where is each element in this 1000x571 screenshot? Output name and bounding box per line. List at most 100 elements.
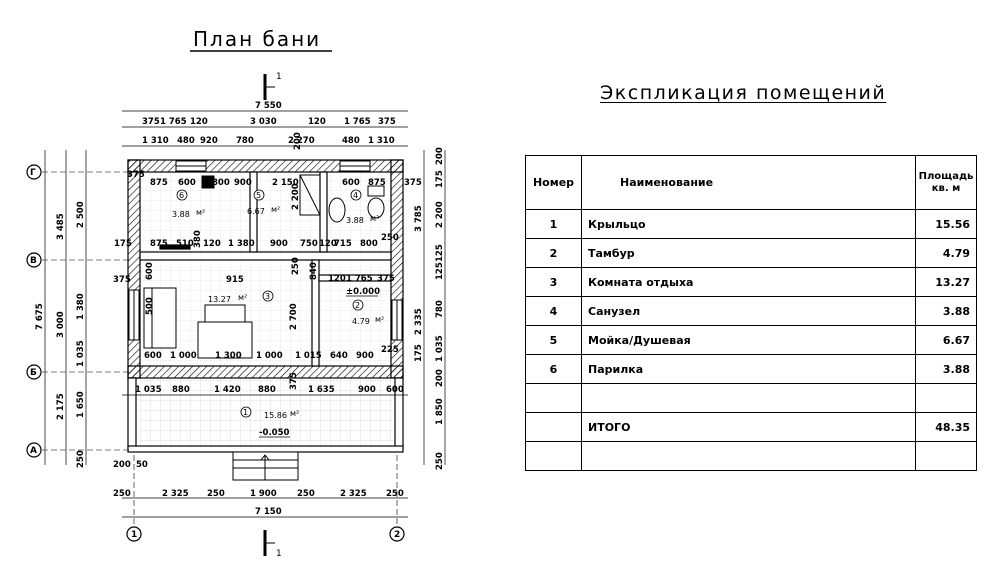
svg-text:3 000: 3 000 [56, 311, 66, 338]
svg-text:250: 250 [291, 257, 301, 275]
plan-title: План бани [193, 27, 321, 51]
svg-text:750: 750 [300, 239, 318, 249]
svg-text:м²: м² [196, 208, 205, 217]
svg-text:1 300: 1 300 [215, 351, 242, 361]
svg-text:120: 120 [203, 239, 221, 249]
svg-text:175: 175 [414, 344, 424, 362]
svg-text:375: 375 [142, 117, 160, 127]
svg-text:2: 2 [355, 301, 360, 310]
svg-text:875: 875 [150, 239, 168, 249]
level-porch: -0.050 [259, 428, 289, 438]
svg-text:250: 250 [297, 489, 315, 499]
svg-text:2 150: 2 150 [272, 178, 299, 188]
svg-text:м²: м² [238, 293, 247, 302]
svg-text:120: 120 [190, 117, 208, 127]
svg-text:м²: м² [370, 214, 379, 223]
svg-text:500: 500 [145, 297, 155, 315]
interior-walls [139, 171, 392, 367]
axis-label-a: А [30, 446, 37, 456]
svg-text:1 035: 1 035 [135, 385, 162, 395]
svg-text:4.79: 4.79 [352, 317, 370, 326]
furniture [143, 174, 385, 359]
svg-text:250: 250 [113, 489, 131, 499]
svg-text:50: 50 [136, 460, 148, 470]
svg-text:200: 200 [113, 460, 131, 470]
dim-bottom-total: 7 150 [255, 507, 282, 517]
svg-text:4: 4 [353, 191, 358, 200]
svg-text:600: 600 [144, 351, 162, 361]
svg-text:120: 120 [308, 117, 326, 127]
svg-text:480: 480 [177, 136, 195, 146]
svg-text:375: 375 [113, 275, 131, 285]
svg-text:1 850: 1 850 [435, 398, 445, 425]
svg-text:510: 510 [176, 239, 194, 249]
svg-text:600: 600 [342, 178, 360, 188]
svg-text:2 500: 2 500 [76, 201, 86, 228]
svg-text:900: 900 [358, 385, 376, 395]
svg-text:1: 1 [276, 72, 282, 82]
svg-text:250: 250 [207, 489, 225, 499]
svg-text:2 270: 2 270 [288, 136, 315, 146]
table-row [525, 441, 977, 471]
svg-text:1 650: 1 650 [76, 391, 86, 418]
svg-text:3.88: 3.88 [172, 210, 190, 219]
svg-text:1 000: 1 000 [256, 351, 283, 361]
svg-text:м²: м² [290, 409, 299, 418]
dim-top-total: 7 550 [255, 101, 282, 111]
svg-text:1 310: 1 310 [368, 136, 395, 146]
svg-text:1 420: 1 420 [214, 385, 241, 395]
level-floor: ±0.000 [346, 287, 380, 297]
svg-text:1 000: 1 000 [170, 351, 197, 361]
svg-text:880: 880 [258, 385, 276, 395]
svg-text:1 380: 1 380 [228, 239, 255, 249]
porch-steps [232, 451, 299, 481]
svg-text:480: 480 [342, 136, 360, 146]
table-row [525, 383, 977, 413]
svg-text:м²: м² [375, 315, 384, 324]
section-mark-bottom: 1 [263, 530, 282, 559]
svg-text:600: 600 [145, 262, 155, 280]
svg-text:15.86: 15.86 [264, 411, 287, 420]
axis-label-1: 1 [131, 530, 137, 540]
svg-text:375: 375 [127, 170, 145, 180]
svg-text:1 765: 1 765 [160, 117, 187, 127]
svg-text:375: 375 [378, 117, 396, 127]
axis-label-g: Г [30, 168, 36, 178]
svg-text:6: 6 [179, 191, 184, 200]
svg-text:200: 200 [435, 369, 445, 387]
svg-text:125: 125 [435, 262, 445, 280]
svg-text:920: 920 [200, 136, 218, 146]
svg-text:2 175: 2 175 [56, 393, 66, 420]
svg-text:175: 175 [435, 170, 445, 188]
svg-text:800: 800 [360, 239, 378, 249]
svg-text:2 325: 2 325 [340, 489, 367, 499]
svg-text:200: 200 [435, 147, 445, 165]
svg-text:5: 5 [256, 191, 261, 200]
svg-text:3: 3 [265, 292, 270, 301]
svg-text:1 015: 1 015 [295, 351, 322, 361]
svg-text:200: 200 [293, 132, 303, 150]
svg-text:250: 250 [386, 489, 404, 499]
svg-text:7 675: 7 675 [35, 303, 45, 330]
svg-text:900: 900 [270, 239, 288, 249]
svg-text:3 485: 3 485 [56, 213, 66, 240]
svg-text:250: 250 [435, 452, 445, 470]
svg-text:780: 780 [236, 136, 254, 146]
header-num: Номер [525, 155, 582, 210]
svg-text:375: 375 [377, 274, 395, 284]
svg-text:м²: м² [271, 205, 280, 214]
header-name: Наименование [581, 155, 916, 210]
svg-text:1 380: 1 380 [76, 293, 86, 320]
svg-text:250: 250 [381, 233, 399, 243]
svg-text:875: 875 [150, 178, 168, 188]
svg-text:900: 900 [356, 351, 374, 361]
room-labels: 6 3.88 м² 5 6.67 м² 4 3.88 м² 3 13.27 м²… [172, 189, 384, 420]
floor-plan: План бани 1 1 [26, 27, 446, 559]
svg-text:2 325: 2 325 [162, 489, 189, 499]
svg-text:1 635: 1 635 [308, 385, 335, 395]
svg-text:800: 800 [212, 178, 230, 188]
svg-text:715: 715 [334, 239, 352, 249]
